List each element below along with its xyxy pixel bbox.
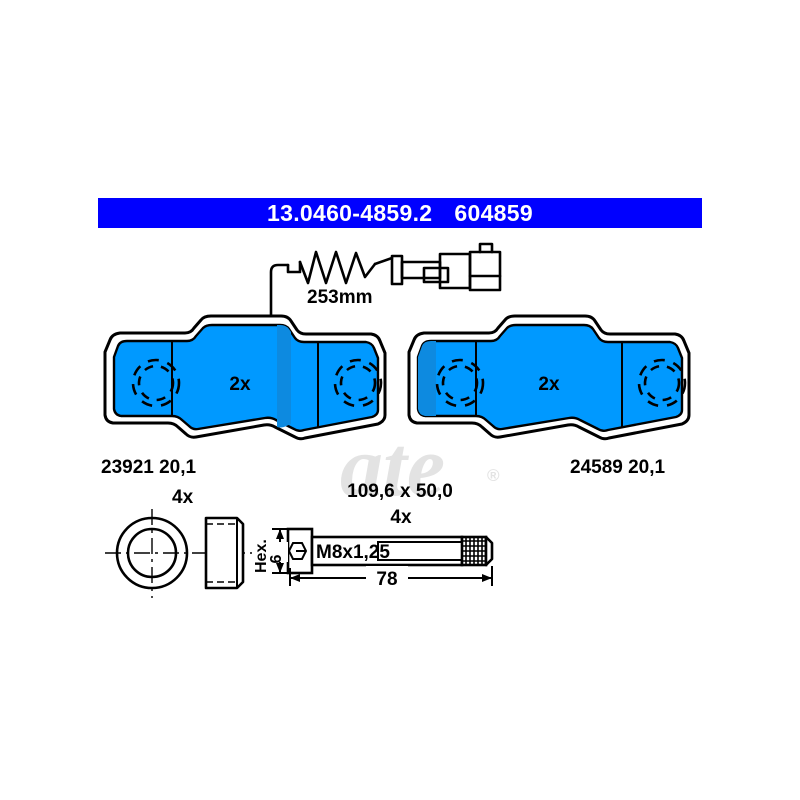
- pad-right-shade-band: [418, 341, 436, 416]
- pad-right-hole-2-outer: [637, 358, 687, 408]
- bolt-tip: [484, 535, 494, 567]
- ate-watermark: ate ®: [340, 418, 500, 514]
- brake-pad-right: [407, 314, 691, 441]
- sensor-wire-step: [286, 260, 302, 274]
- sensor-connector-stem: [373, 256, 394, 266]
- bolt-hex-socket-icon: [287, 542, 308, 560]
- bolt-hex-label: Hex.: [253, 539, 270, 573]
- bushing-assembly: [105, 509, 252, 598]
- bushing-quantity: 4x: [172, 487, 194, 508]
- pad-right-quantity: 2x: [538, 374, 560, 395]
- header-bar: 13.0460-4859.2 604859: [98, 198, 702, 228]
- pad-left-part-number: 23921 20,1: [101, 457, 197, 478]
- bolt-thread-section: [460, 535, 488, 567]
- pad-dimensions-label: 109,6 x 50,0: [347, 481, 453, 502]
- bolt-length-label-bg: [366, 566, 408, 590]
- bolt-length-label: 78: [376, 569, 397, 590]
- pad-left-hole-1-outer: [131, 358, 181, 408]
- wear-sensor-assembly: [269, 242, 502, 334]
- pad-right-friction-material: [416, 323, 684, 432]
- pad-left-shade-band: [277, 325, 291, 428]
- pad-right-hole-1-outer: [435, 358, 485, 408]
- sensor-length-label: 253mm: [307, 287, 373, 308]
- pad-right-hole-2-inner: [643, 364, 681, 402]
- brake-pad-left: [103, 314, 387, 441]
- bolt-hex-size-bg: [273, 542, 288, 562]
- watermark-registered: ®: [487, 466, 500, 485]
- sensor-ferrule: [390, 254, 404, 286]
- pad-left-hole-2-inner: [339, 364, 377, 402]
- sensor-spring-coil: [298, 250, 377, 285]
- sensor-connector-tab: [478, 242, 494, 254]
- pad-right-part-number: 24589 20,1: [570, 457, 666, 478]
- pad-right-hole-1-inner: [441, 364, 479, 402]
- pad-left-hole-1-inner: [137, 364, 175, 402]
- bolt-quantity: 4x: [390, 507, 412, 528]
- bolt-shank-detail: [377, 541, 463, 561]
- sensor-lead-wire: [269, 263, 290, 334]
- bolt-hex-size: 6: [268, 554, 285, 563]
- header-part-number: 13.0460-4859.2: [267, 199, 433, 226]
- header-text: 13.0460-4859.2 604859: [267, 200, 533, 227]
- header-reference-number: 604859: [454, 199, 533, 226]
- sensor-connector-shaft: [400, 260, 442, 280]
- pad-left-hole-2-outer: [333, 358, 383, 408]
- bolt-thread-spec: M8x1,25: [316, 542, 390, 563]
- sensor-connector-inner: [422, 266, 450, 284]
- pad-left-friction-material: [112, 323, 380, 432]
- watermark-brand: ate: [340, 418, 445, 514]
- pad-left-quantity: 2x: [229, 374, 251, 395]
- sensor-connector-housing: [468, 250, 502, 292]
- bolt-assembly: [286, 527, 494, 575]
